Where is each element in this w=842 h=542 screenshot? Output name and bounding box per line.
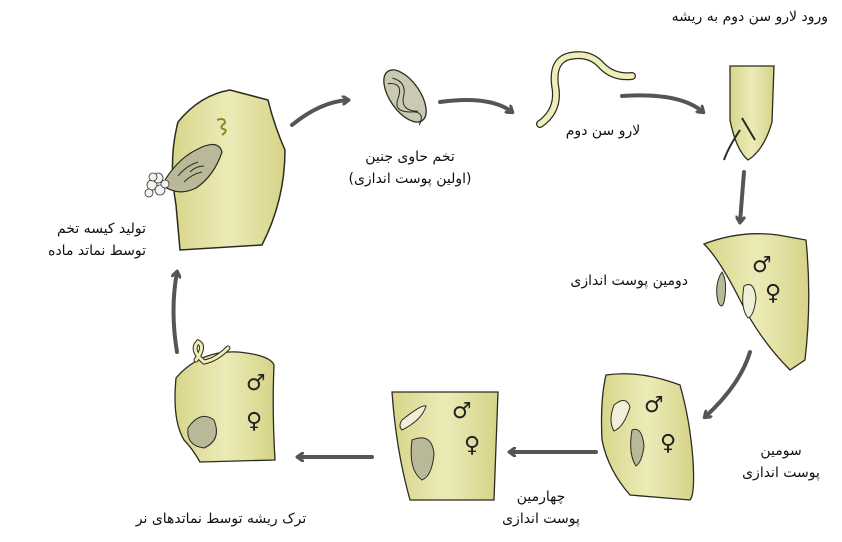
label-second-stage-larva: لارو سن دوم (548, 120, 658, 142)
label-entry-into-root: ورود لارو سن دوم به ریشه (672, 6, 828, 28)
female-symbol: ♀ (660, 431, 676, 456)
root-molt4: ♂ ♀ (392, 392, 498, 500)
male-symbol: ♂ (752, 253, 772, 278)
arrow-sac-to-egg (292, 100, 348, 125)
female-symbol: ♀ (464, 433, 480, 458)
second-stage-larva (540, 55, 632, 124)
female-symbol: ♀ (246, 409, 262, 434)
egg-sac-root (145, 90, 285, 250)
root-molt2: ♂ ♀ (704, 234, 809, 370)
arrow-larva-to-root (622, 95, 703, 112)
male-symbol: ♂ (246, 371, 266, 396)
male-symbol: ♂ (644, 393, 664, 418)
label-fourth-molt: چهارمین پوست اندازی (490, 486, 592, 530)
female-symbol: ♀ (765, 281, 781, 306)
arrow-molt2-to-molt3 (705, 352, 750, 417)
label-males-leave-root: ترک ریشه توسط نماتدهای نر (96, 508, 346, 530)
egg-with-embryo (376, 63, 436, 131)
egg-mass (145, 173, 169, 197)
male-symbol: ♂ (452, 399, 472, 424)
arrow-egg-to-larva (440, 100, 512, 112)
label-third-molt: سومین پوست اندازی (730, 440, 832, 484)
root-tip-entry (724, 66, 774, 160)
label-egg-sac-production: تولید کیسه تخم توسط نماتد ماده (6, 218, 146, 262)
root-molt3: ♂ ♀ (602, 374, 694, 500)
label-egg-embryo: تخم حاوی جنین (اولین پوست اندازی) (322, 146, 498, 190)
label-second-molt: دومین پوست اندازی (520, 270, 688, 292)
root-males-leave: ♂ ♀ (175, 342, 275, 462)
arrow-entry-to-molt2 (740, 172, 744, 222)
arrow-males-to-sac (174, 272, 178, 352)
